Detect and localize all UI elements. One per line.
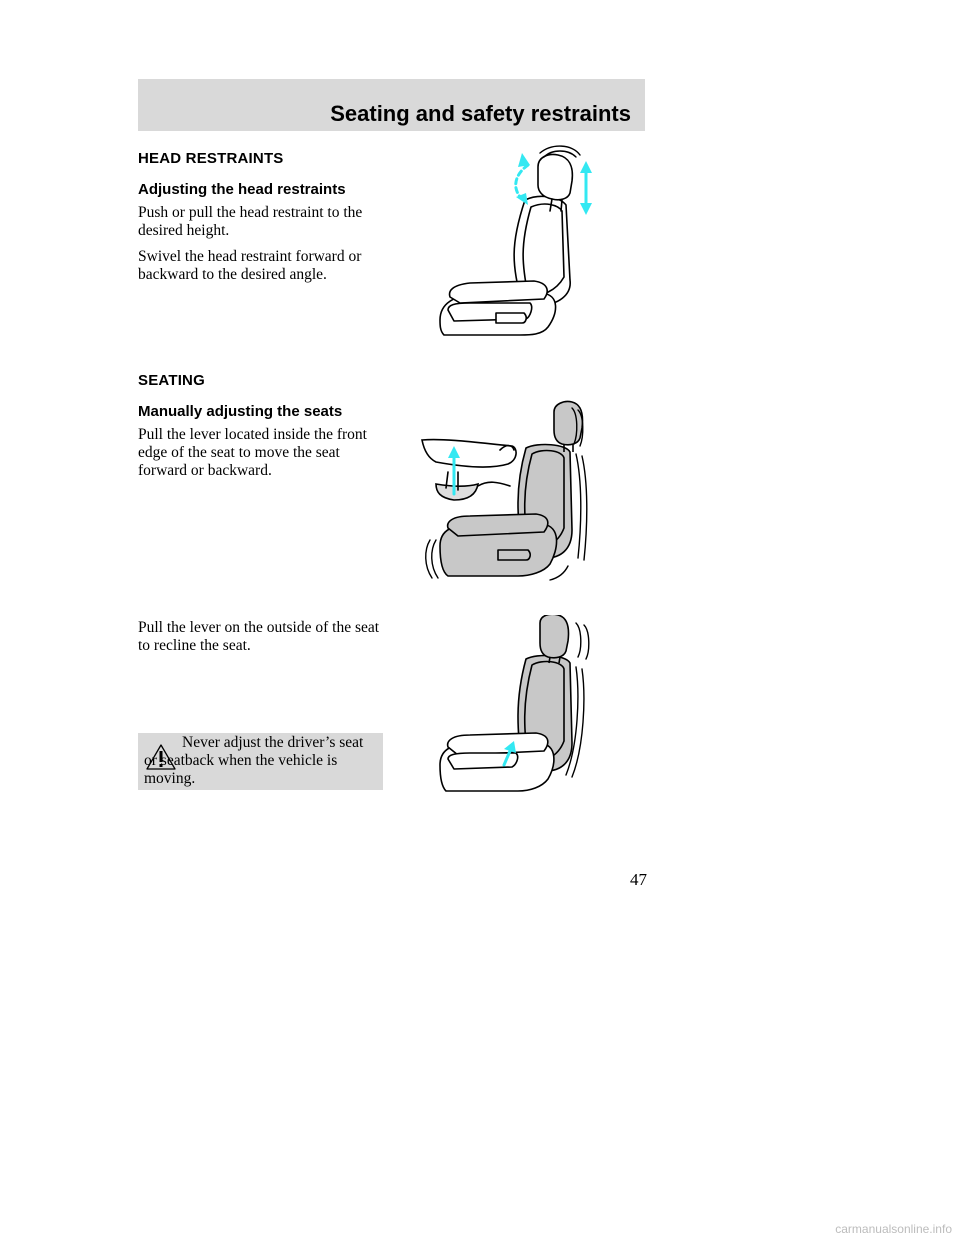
warning-box: Never adjust the driver’s seat or seatba…	[138, 733, 383, 790]
head-restraints-heading: HEAD RESTRAINTS	[138, 150, 284, 167]
head-restraint-illustration	[439, 145, 592, 336]
seat-forward-backward-illustration	[421, 400, 588, 581]
seating-heading: SEATING	[138, 372, 205, 389]
recline-section: Pull the lever on the outside of the sea…	[138, 619, 388, 663]
warning-triangle-icon	[146, 744, 176, 770]
head-restraints-section: HEAD RESTRAINTS Adjusting the head restr…	[138, 150, 388, 292]
footer-watermark: carmanualsonline.info	[835, 1222, 952, 1236]
head-restraints-paragraph-1: Push or pull the head restraint to the d…	[138, 204, 363, 239]
warning-text: Never adjust the driver’s seat or seatba…	[144, 734, 364, 787]
page-header: Seating and safety restraints	[138, 79, 645, 131]
seating-section: SEATING Manually adjusting the seats Pul…	[138, 372, 388, 488]
head-restraints-subheading: Adjusting the head restraints	[138, 181, 346, 198]
page-number: 47	[630, 870, 647, 889]
recline-paragraph-1: Pull the lever on the outside of the sea…	[138, 619, 380, 654]
seat-recline-illustration	[439, 615, 590, 792]
seating-subheading: Manually adjusting the seats	[138, 403, 343, 420]
seating-paragraph-1: Pull the lever located inside the front …	[138, 426, 367, 479]
page-title: Seating and safety restraints	[330, 101, 631, 126]
head-restraints-paragraph-2: Swivel the head restraint forward or bac…	[138, 248, 362, 283]
